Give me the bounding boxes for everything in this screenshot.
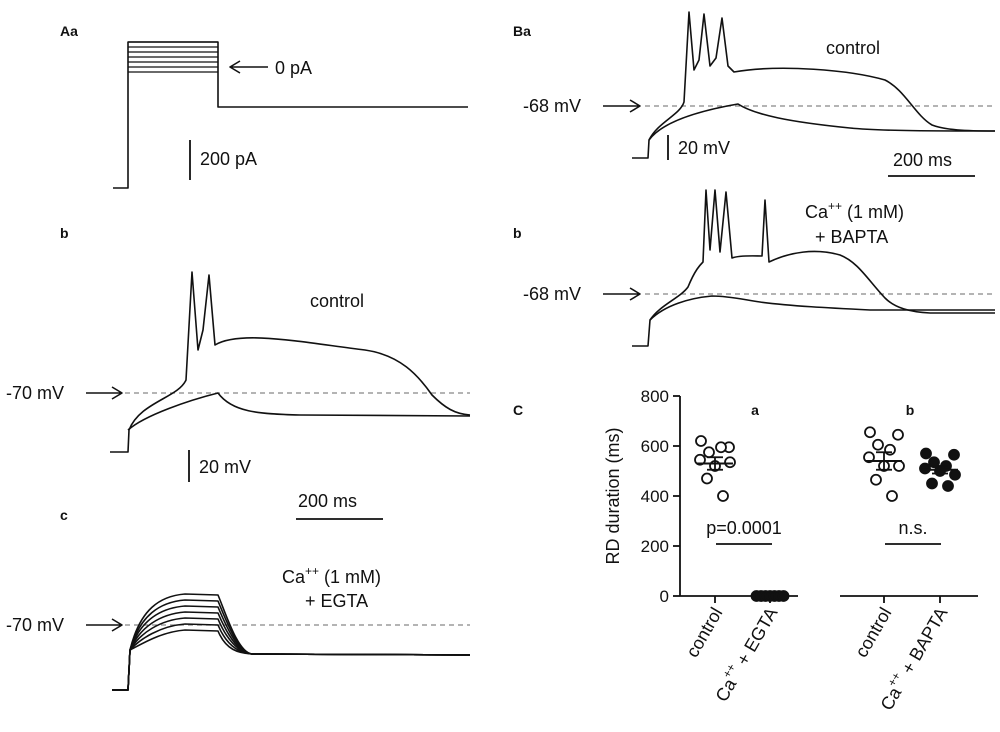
series-3 [919,447,961,492]
data-point [949,468,961,481]
scale-label-200pa: 200 pA [200,149,257,169]
data-point [717,490,729,502]
ac-traces [112,593,471,691]
ba-scale-label-20mv: 20 mV [678,138,730,158]
zero-pa-label: 0 pA [275,58,312,78]
ab-vm-arrow [86,386,123,400]
series-0 [694,435,736,502]
ac-trace [112,611,471,691]
data-point [928,456,940,469]
data-point [870,473,882,486]
y-tick-label: 800 [641,387,669,406]
bb-vm-label: -68 mV [523,284,581,304]
ac-trace [112,629,471,691]
data-point [724,456,736,469]
ab-control-trace [110,271,471,453]
ac-ca-superscript: ++ [305,564,319,578]
panel-bb: b -68 mV Ca++ (1 mM) + BAPTA [513,189,995,347]
data-point [872,438,884,451]
ab-scale-label-20mv: 20 mV [199,457,251,477]
ba-vm-arrow [603,99,641,113]
data-point [695,435,707,447]
category-label: control [851,604,895,661]
data-point [777,590,790,602]
panel-ab: b -70 mV control 20 mV 200 ms [6,225,471,520]
subpanel-label-b: b [906,402,915,418]
bb-subthreshold-trace [649,295,995,321]
series-1 [750,590,790,602]
y-tick-label: 600 [641,437,669,456]
bb-condition-line2: + BAPTA [815,227,888,247]
panel-label-c: C [513,402,523,418]
ac-condition-line1: Ca++ (1 mM) [282,564,381,587]
ba-subthreshold-trace [648,103,996,141]
zero-pa-arrow [229,60,268,74]
panel-label-ac: c [60,507,68,523]
subpanel-label-a: a [751,402,759,418]
ab-vm-label: -70 mV [6,383,64,403]
y-axis-label: RD duration (ms) [603,427,623,564]
panel-label-bb: b [513,225,522,241]
data-point [919,462,931,475]
data-point [703,446,715,459]
data-point [948,448,960,461]
ab-subthreshold-trace [127,392,471,431]
ba-control-label: control [826,38,880,58]
current-step-levels [128,41,218,73]
ac-vm-label: -70 mV [6,615,64,635]
y-tick-label: 0 [660,587,669,606]
ac-trace [112,593,471,691]
data-point [893,460,905,472]
ac-trace [112,599,471,691]
panel-label-aa: Aa [60,23,78,39]
panel-c: C 0 200 400 600 800 RD duration (ms) a b control… [513,387,978,714]
ac-trace [112,623,471,691]
panel-ba: Ba -68 mV control 20 mV 200 ms [513,11,996,177]
data-point [701,472,713,485]
data-point [892,428,904,441]
data-point [864,426,876,439]
comparison-label: p=0.0001 [706,518,782,538]
bb-ca-conc: (1 mM) [842,202,904,222]
category-label: control [682,604,726,661]
ac-trace [112,617,471,691]
ba-scale-label-200ms: 200 ms [893,150,952,170]
ac-condition-line2: + EGTA [305,591,368,611]
series-2 [863,426,905,502]
panel-aa: Aa 0 pA 200 pA [60,23,468,189]
bb-ca-text: Ca [805,202,829,222]
ac-ca-text: Ca [282,567,306,587]
data-point [863,451,875,464]
data-point [942,480,954,492]
ac-vm-arrow [86,618,123,632]
data-point [926,477,938,490]
ab-control-label: control [310,291,364,311]
data-point [920,447,932,460]
y-tick-label: 400 [641,487,669,506]
data-point [715,441,727,454]
bb-control-trace [632,189,995,347]
ab-scale-label-200ms: 200 ms [298,491,357,511]
panel-label-ba: Ba [513,23,531,39]
ba-vm-label: -68 mV [523,96,581,116]
comparison-label: n.s. [898,518,927,538]
bb-vm-arrow [603,287,641,301]
current-steps [113,41,468,189]
data-point [884,443,896,456]
data-point [694,453,706,466]
ba-control-trace [632,11,996,159]
y-tick-label: 200 [641,537,669,556]
ac-trace [112,605,471,691]
ac-ca-conc: (1 mM) [319,567,381,587]
panel-ac: c -70 mV Ca++ (1 mM) + EGTA [6,507,471,691]
data-point [886,490,898,502]
panel-label-ab: b [60,225,69,241]
bb-ca-superscript: ++ [828,199,842,213]
bb-condition-line1: Ca++ (1 mM) [805,199,904,222]
